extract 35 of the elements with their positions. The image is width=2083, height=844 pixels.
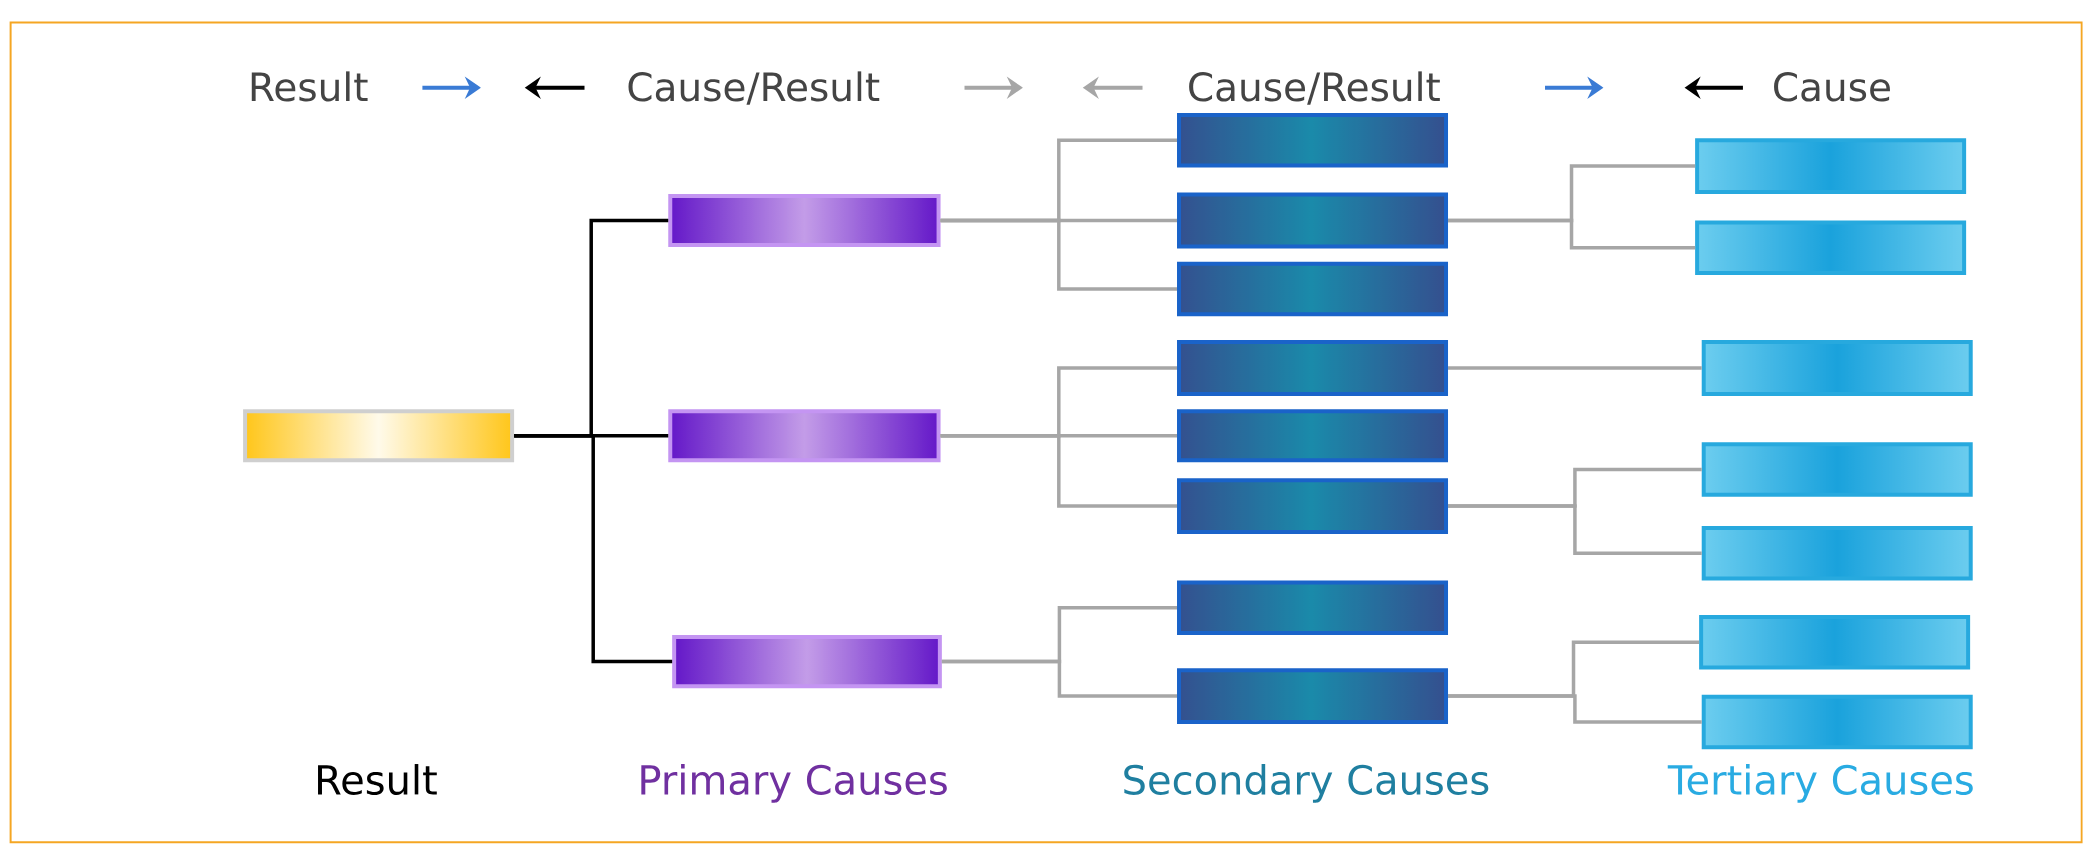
tertiary-cause-box (1699, 615, 1971, 670)
tertiary-cause-box (1695, 138, 1967, 194)
column-heading: Result (251, 71, 368, 102)
secondary-cause-box (1177, 409, 1448, 463)
secondary-cause-box (1177, 478, 1448, 534)
connector (1448, 504, 1702, 556)
secondary-cause-box (1177, 668, 1448, 724)
connector (941, 659, 1177, 698)
connector (940, 218, 1177, 291)
column-label: Tertiary Causes (1667, 764, 1973, 803)
connector (1448, 366, 1702, 370)
secondary-cause-box (1177, 580, 1448, 636)
secondary-cause-box (1177, 112, 1448, 168)
tertiary-cause-box (1701, 340, 1973, 396)
column-label: Result (318, 764, 437, 795)
connector (940, 433, 1177, 508)
secondary-cause-box (1177, 340, 1448, 396)
tertiary-cause-box (1701, 442, 1973, 497)
result-box (243, 409, 515, 463)
column-label: Primary Causes (641, 764, 947, 803)
connector (1448, 218, 1696, 250)
secondary-cause-box (1177, 261, 1448, 317)
column-heading: Cause/Result (1189, 71, 1440, 105)
connector (514, 433, 673, 664)
tertiary-cause-box (1695, 220, 1967, 276)
column-heading: Cause (1774, 72, 1890, 102)
primary-cause-box (668, 409, 941, 463)
connector (1448, 694, 1702, 724)
column-heading: Cause/Result (628, 71, 880, 105)
tertiary-cause-box (1701, 694, 1973, 750)
column-label: Secondary Causes (1124, 764, 1489, 803)
primary-cause-box (672, 635, 942, 689)
tertiary-cause-box (1701, 526, 1973, 581)
primary-cause-box (668, 193, 941, 248)
secondary-cause-box (1177, 192, 1448, 249)
